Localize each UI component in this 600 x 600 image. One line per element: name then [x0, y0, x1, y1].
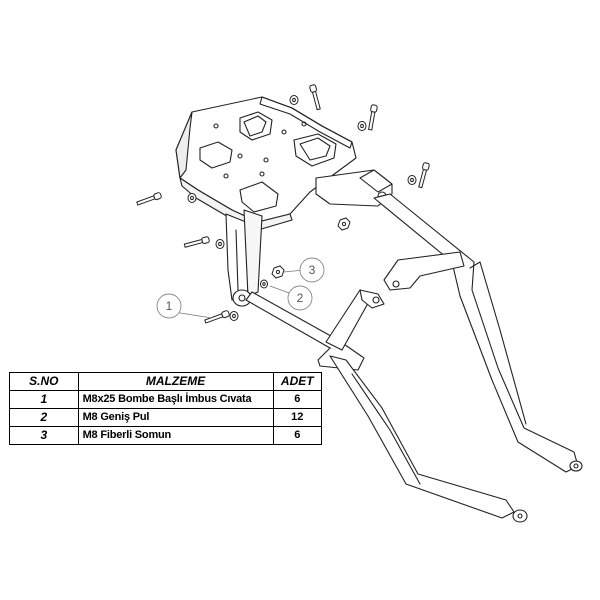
header-sno: S.NO [9, 372, 79, 391]
svg-text:3: 3 [309, 263, 316, 277]
bolt-group [136, 84, 430, 324]
bolt-icon [368, 104, 378, 131]
washer-group [187, 95, 417, 321]
row-material: M8x25 Bombe Başlı İmbus Cıvata [77, 390, 274, 409]
row-qty: 12 [272, 408, 323, 427]
bolt-icon [309, 84, 321, 111]
nut-icon [337, 217, 351, 231]
header-material: MALZEME [77, 372, 274, 391]
table-row: 2 M8 Geniş Pul 12 [9, 408, 323, 427]
row-number: 1 [9, 390, 79, 409]
washer-icon [215, 239, 225, 249]
table-header-row: S.NO MALZEME ADET [9, 372, 323, 391]
nut-group [271, 217, 351, 279]
rack-top-plate [175, 96, 357, 231]
callout-2: 2 [269, 285, 313, 311]
table-row: 1 M8x25 Bombe Başlı İmbus Cıvata 6 [9, 390, 323, 409]
nut-icon [271, 265, 285, 279]
row-qty: 6 [272, 426, 323, 445]
bolt-icon [136, 192, 162, 206]
table-row: 3 M8 Fiberli Somun 6 [9, 426, 323, 445]
washer-icon [229, 311, 239, 321]
washer-icon [407, 175, 417, 185]
washer-icon [289, 95, 299, 105]
parts-list-table: S.NO MALZEME ADET 1 M8x25 Bombe Başlı İm… [9, 372, 323, 445]
right-mount-bracket [315, 169, 393, 207]
svg-text:1: 1 [166, 299, 173, 313]
callout-3: 3 [283, 257, 325, 283]
bolt-icon [204, 310, 230, 324]
bolt-icon [418, 162, 430, 189]
bolt-icon [183, 236, 210, 248]
row-number: 3 [9, 426, 79, 445]
row-qty: 6 [272, 390, 323, 409]
row-material: M8 Geniş Pul [77, 408, 274, 427]
header-qty: ADET [272, 372, 323, 391]
washer-icon [260, 279, 268, 289]
row-material: M8 Fiberli Somun [77, 426, 274, 445]
washer-icon [187, 193, 197, 203]
lower-frame-tube [245, 289, 385, 371]
svg-text:2: 2 [297, 291, 304, 305]
callout-1: 1 [156, 293, 213, 319]
side-tab-bracket [383, 251, 465, 291]
left-rail-tube [329, 355, 528, 523]
row-number: 2 [9, 408, 79, 427]
left-strut [225, 209, 263, 301]
washer-icon [357, 121, 367, 131]
right-rail-tube [373, 193, 583, 473]
